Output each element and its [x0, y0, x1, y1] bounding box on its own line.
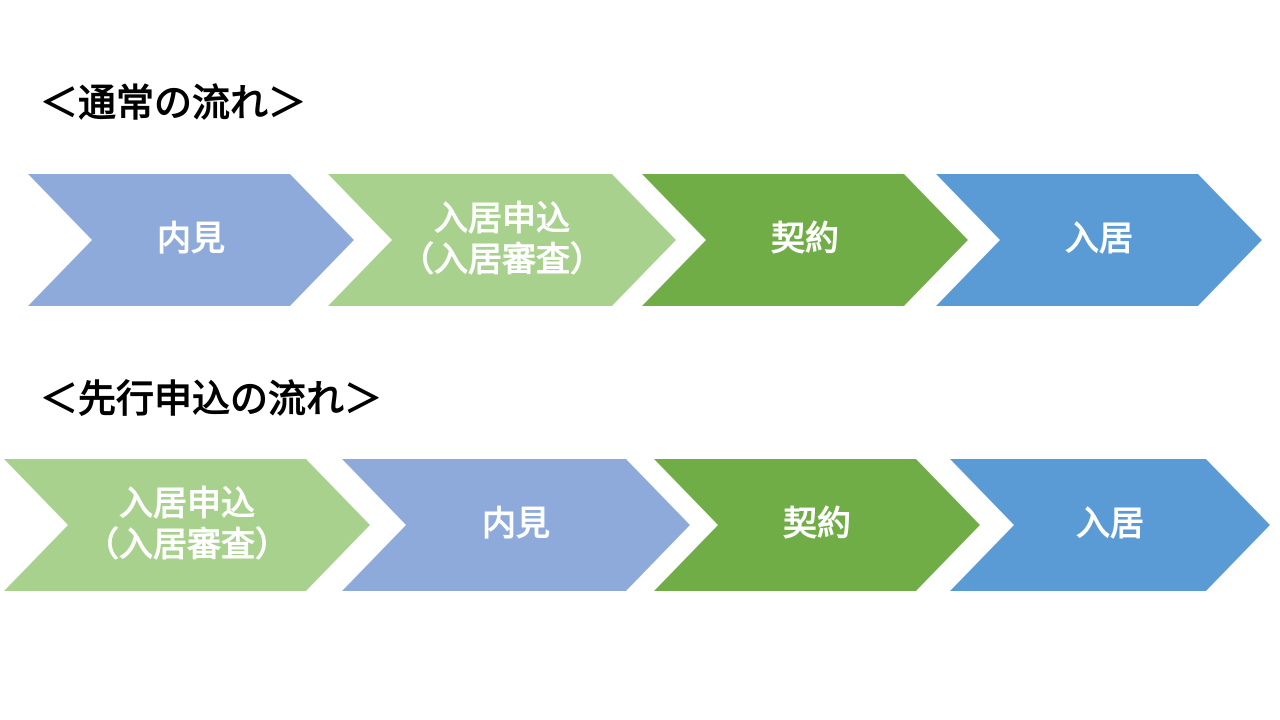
- normal-step-contract-label: 契約: [706, 174, 904, 306]
- normal-step-move-in-text: 入居: [1065, 219, 1133, 260]
- normal-step-application-label: 入居申込 （入居審査）: [392, 174, 612, 306]
- normal-flow-diagram: 内見 入居申込 （入居審査） 契約 入居: [0, 174, 1280, 306]
- advance-step-move-in-text: 入居: [1076, 504, 1144, 545]
- advance-flow-heading: ＜先行申込の流れ＞: [40, 377, 383, 421]
- normal-step-application-text: 入居申込: [434, 198, 570, 239]
- normal-step-move-in-label: 入居: [1000, 174, 1198, 306]
- advance-step-move-in-label: 入居: [1014, 459, 1206, 591]
- advance-step-contract-text: 契約: [783, 504, 851, 545]
- normal-step-viewing-text: 内見: [157, 219, 225, 260]
- advance-flow-diagram: 入居申込 （入居審査） 内見 契約 入居: [0, 459, 1280, 591]
- advance-step-application-label: 入居申込 （入居審査）: [68, 459, 306, 591]
- normal-step-application-subtext: （入居審査）: [400, 240, 604, 280]
- advance-step-viewing-label: 内見: [406, 459, 626, 591]
- normal-flow-heading: ＜通常の流れ＞: [40, 81, 307, 125]
- advance-step-application-text: 入居申込: [119, 483, 255, 524]
- advance-step-contract-label: 契約: [718, 459, 916, 591]
- normal-step-viewing-label: 内見: [92, 174, 290, 306]
- advance-step-viewing-text: 内見: [482, 504, 550, 545]
- advance-step-application-subtext: （入居審査）: [85, 525, 289, 565]
- normal-step-contract-text: 契約: [771, 219, 839, 260]
